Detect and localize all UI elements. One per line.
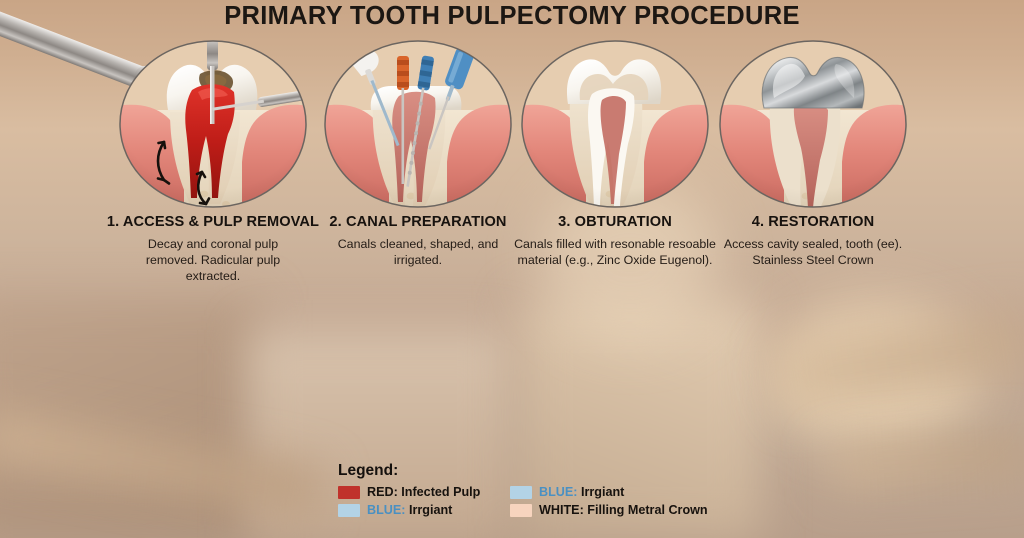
legend-item-blue-irrigant-left: BLUE: Irrgiant: [338, 503, 510, 517]
legend-swatch-blue-left: [338, 503, 360, 517]
step-1-caption: 1. ACCESS & PULP REMOVAL: [106, 214, 320, 230]
step-panel-1: 1. ACCESS & PULP REMOVAL Decay and coron…: [95, 38, 331, 285]
legend-key-blue-right: BLUE:: [539, 485, 578, 499]
legend-key-white: WHITE:: [539, 503, 584, 517]
legend-item-white-filling-crown: WHITE: Filling Metral Crown: [510, 503, 758, 517]
step-panel-2: 2. CANAL PREPARATION Canals cleaned, sha…: [300, 38, 536, 269]
legend: Legend: RED: Infected Pulp BLUE: Irrgian…: [338, 462, 758, 517]
background-blur-wall-left: [0, 300, 260, 538]
legend-grid: RED: Infected Pulp BLUE: Irrgiant BLUE: …: [338, 485, 758, 517]
legend-key-blue-left: BLUE:: [367, 503, 406, 517]
legend-swatch-blue-right: [510, 485, 532, 499]
steps-row: 1. ACCESS & PULP REMOVAL Decay and coron…: [0, 38, 1024, 338]
legend-text-white: Filling Metral Crown: [583, 503, 708, 517]
step-2-illustration: [313, 38, 523, 210]
step-2-caption: 2. CANAL PREPARATION: [329, 214, 507, 230]
legend-label-blue-right: BLUE: Irrgiant: [539, 485, 624, 499]
legend-label-blue-left: BLUE: Irrgiant: [367, 503, 452, 517]
step-4-illustration: [708, 38, 918, 210]
step-1-illustration: [108, 38, 318, 210]
step-panel-4: 4. RESTORATION Access cavity sealed, too…: [695, 38, 931, 269]
legend-title: Legend:: [338, 462, 399, 479]
legend-item-red-infected-pulp: RED: Infected Pulp: [338, 485, 510, 499]
step-1-description: Decay and coronal pulp removed. Radicula…: [145, 237, 281, 284]
legend-swatch-white: [510, 503, 532, 517]
step-3-caption: 3. OBTURATION: [558, 214, 672, 230]
legend-text-red: Infected Pulp: [397, 485, 481, 499]
step-4-caption: 4. RESTORATION: [751, 214, 875, 230]
legend-key-red: RED:: [367, 485, 398, 499]
step-3-illustration: [510, 38, 720, 210]
legend-item-blue-irrigant-right: BLUE: Irrgiant: [510, 485, 758, 499]
page-title: PRIMARY TOOTH PULPECTOMY PROCEDURE: [224, 2, 800, 30]
background-blur-chair: [520, 300, 760, 538]
legend-text-blue-right: Irrgiant: [577, 485, 625, 499]
legend-swatch-red: [338, 485, 360, 499]
step-2-description: Canals cleaned, shaped, and irrigated.: [337, 237, 499, 268]
step-4-description: Access cavity sealed, tooth (ee). Stainl…: [723, 237, 903, 268]
step-panel-3: 3. OBTURATION Canals filled with resonab…: [497, 38, 733, 269]
legend-label-white: WHITE: Filling Metral Crown: [539, 503, 708, 517]
legend-label-red: RED: Infected Pulp: [367, 485, 480, 499]
step-3-description: Canals filled with resonable resoable ma…: [514, 237, 716, 268]
legend-text-blue-left: Irrgiant: [405, 503, 453, 517]
